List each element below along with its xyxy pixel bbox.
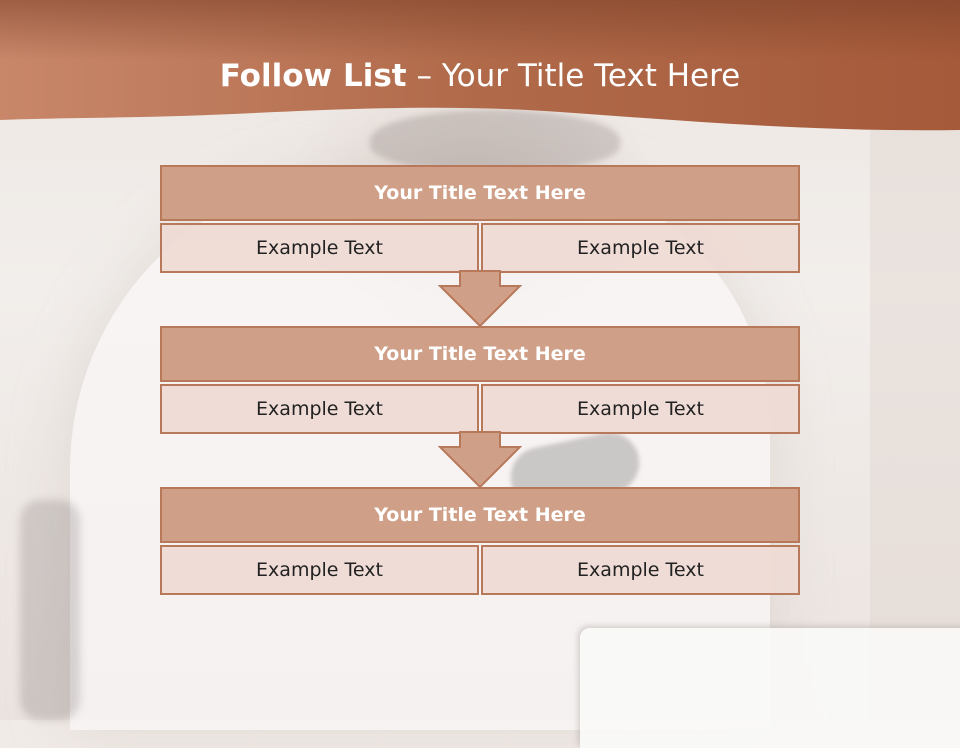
block-cell-right: Example Text: [481, 223, 800, 273]
follow-list-block-1: Your Title Text Here Example Text Exampl…: [160, 165, 800, 273]
follow-list-block-2: Your Title Text Here Example Text Exampl…: [160, 326, 800, 434]
arrow-down-icon: [438, 431, 522, 489]
block-cell-left: Example Text: [160, 384, 479, 434]
block-cell-left: Example Text: [160, 223, 479, 273]
block-row: Example Text Example Text: [160, 384, 800, 434]
block-cell-right: Example Text: [481, 384, 800, 434]
follow-list-block-3: Your Title Text Here Example Text Exampl…: [160, 487, 800, 595]
background-shadow: [20, 500, 80, 720]
background-person-head: [370, 110, 620, 170]
block-row: Example Text Example Text: [160, 223, 800, 273]
block-cell-right: Example Text: [481, 545, 800, 595]
block-title: Your Title Text Here: [160, 487, 800, 543]
block-title: Your Title Text Here: [160, 326, 800, 382]
block-title: Your Title Text Here: [160, 165, 800, 221]
header-band: Follow List – Your Title Text Here: [0, 0, 960, 140]
block-cell-left: Example Text: [160, 545, 479, 595]
page-title-rest: – Your Title Text Here: [406, 58, 741, 94]
page-title: Follow List – Your Title Text Here: [0, 54, 960, 98]
page-title-bold: Follow List: [219, 58, 407, 94]
arrow-down-icon: [438, 270, 522, 328]
background-panel: [870, 120, 960, 720]
block-row: Example Text Example Text: [160, 545, 800, 595]
header-wave: [0, 0, 960, 131]
background-laptop: [580, 628, 960, 748]
